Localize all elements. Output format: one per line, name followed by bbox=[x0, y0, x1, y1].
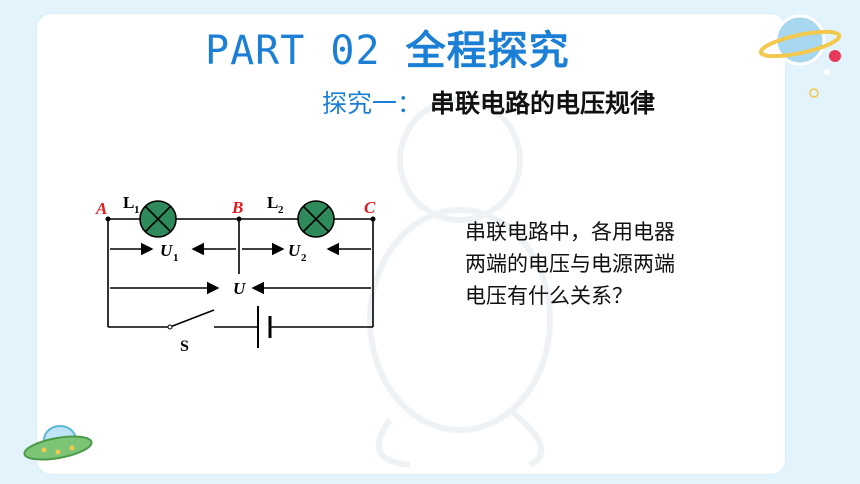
page-title-main: 全程探究 bbox=[405, 28, 570, 74]
voltage-u2-label: U bbox=[288, 241, 301, 260]
page-title: PART 02 全程探究 bbox=[205, 18, 570, 76]
question-line-1: 串联电路中，各用电器 bbox=[465, 220, 675, 244]
slide-card bbox=[37, 14, 785, 474]
voltage-u1-label: U bbox=[160, 241, 173, 260]
voltage-u1-subscript: 1 bbox=[173, 252, 179, 264]
lamp-1-label: L bbox=[123, 193, 134, 212]
node-c-label: C bbox=[364, 198, 376, 217]
question-text: 串联电路中，各用电器 两端的电压与电源两端 电压有什么关系？ bbox=[465, 216, 730, 312]
lamp-2-icon bbox=[297, 200, 335, 238]
circuit-diagram: A B C L 1 L 2 U 1 U 2 U S bbox=[95, 193, 376, 355]
ufo-icon bbox=[23, 425, 93, 461]
lamp-1-subscript: 1 bbox=[134, 204, 140, 216]
subtitle-prefix: 探究一： bbox=[322, 89, 423, 118]
voltage-u-label: U bbox=[233, 279, 246, 298]
switch-label: S bbox=[180, 338, 189, 355]
subtitle-main: 串联电路的电压规律 bbox=[430, 89, 656, 118]
question-line-3: 电压有什么关系？ bbox=[465, 284, 633, 308]
lamp-2-subscript: 2 bbox=[278, 204, 284, 216]
lamp-2-label: L bbox=[267, 193, 278, 212]
voltage-u2-subscript: 2 bbox=[301, 252, 307, 264]
lamp-1-icon bbox=[139, 200, 177, 238]
node-b-label: B bbox=[231, 198, 243, 217]
page-title-prefix: PART 02 bbox=[205, 28, 381, 74]
astronaut-watermark bbox=[367, 97, 553, 468]
planet-icon bbox=[758, 14, 842, 66]
node-a-label: A bbox=[95, 199, 107, 218]
question-line-2: 两端的电压与电源两端 bbox=[465, 252, 675, 276]
section-subtitle: 探究一：串联电路的电压规律 bbox=[322, 84, 655, 120]
